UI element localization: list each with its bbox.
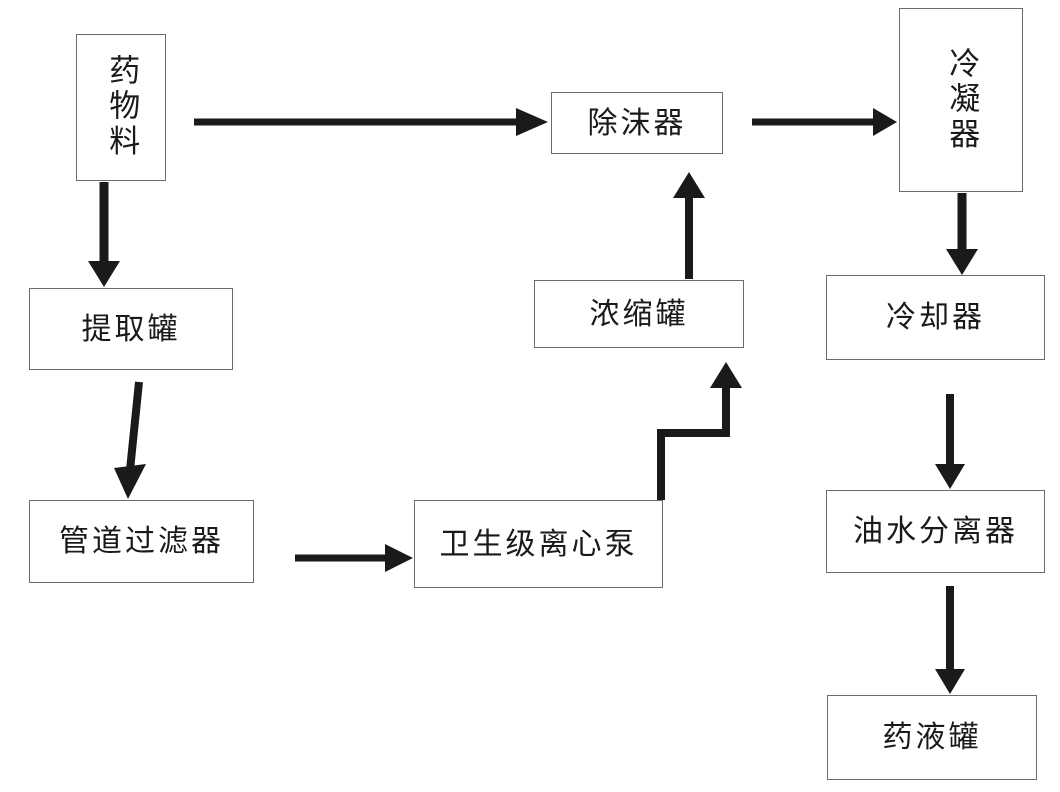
node-demister-label: 除沫器 [587, 106, 687, 140]
edge-extraction-to-filter [114, 381, 146, 499]
node-demister[interactable]: 除沫器 [551, 92, 723, 154]
node-liquid-tank-label: 药液罐 [882, 721, 982, 754]
node-pipeline-filter-label: 管道过滤器 [59, 525, 224, 558]
edge-demister-to-condenser [752, 108, 897, 136]
edge-condenser-to-cooler [946, 193, 978, 275]
node-cooler[interactable]: 冷却器 [826, 275, 1045, 360]
node-drug-material-label: 药物料 [104, 54, 140, 161]
node-centrifugal-pump[interactable]: 卫生级离心泵 [414, 500, 663, 588]
edge-pump-to-concentration [657, 362, 742, 500]
node-oil-water-separator-label: 油水分离器 [853, 515, 1018, 548]
edge-material-to-demister [194, 108, 548, 136]
node-extraction-tank[interactable]: 提取罐 [29, 288, 233, 370]
node-extraction-tank-label: 提取罐 [81, 312, 181, 346]
node-condenser-label: 冷凝器 [944, 46, 980, 154]
node-cooler-label: 冷却器 [886, 301, 985, 334]
edge-concentration-to-demister [673, 172, 705, 279]
node-concentration-tank-label: 浓缩罐 [589, 297, 689, 331]
node-oil-water-separator[interactable]: 油水分离器 [826, 490, 1045, 573]
node-condenser[interactable]: 冷凝器 [899, 8, 1023, 192]
node-drug-material[interactable]: 药物料 [76, 34, 166, 181]
edge-material-to-extraction [88, 182, 120, 287]
node-pipeline-filter[interactable]: 管道过滤器 [29, 500, 254, 583]
edge-separator-to-liquid-tank [935, 586, 965, 694]
node-centrifugal-pump-label: 卫生级离心泵 [439, 527, 638, 561]
edge-cooler-to-separator [935, 394, 965, 489]
node-concentration-tank[interactable]: 浓缩罐 [534, 280, 744, 348]
node-liquid-tank[interactable]: 药液罐 [827, 695, 1037, 780]
edge-filter-to-pump [295, 544, 413, 572]
